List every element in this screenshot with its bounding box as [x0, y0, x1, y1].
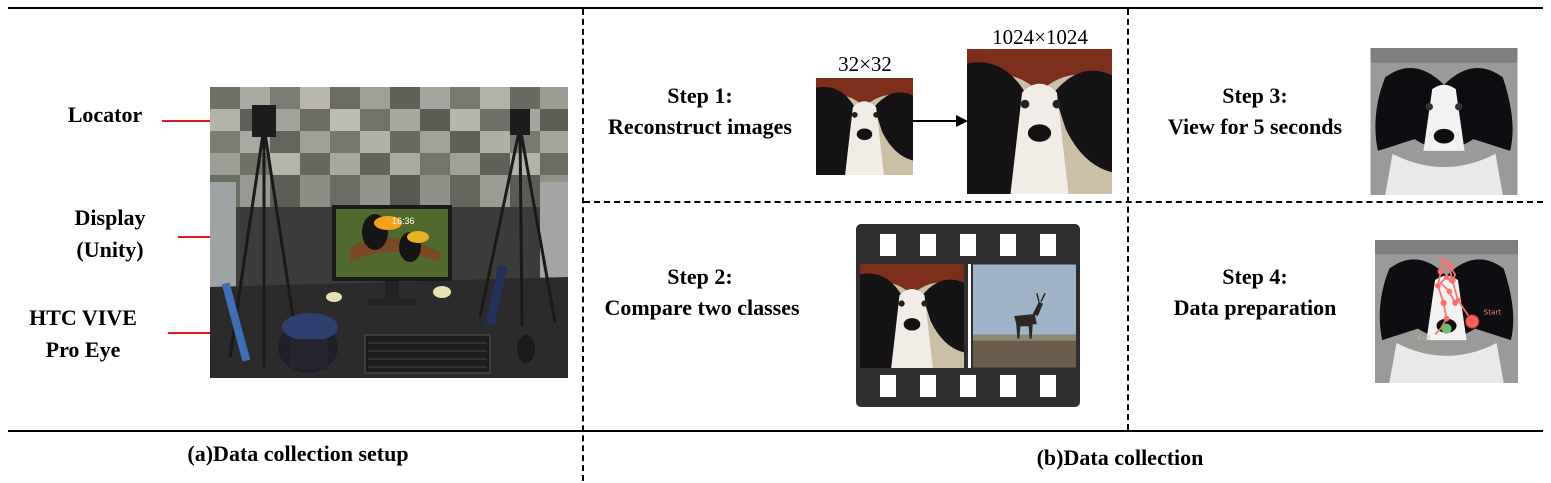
step4-title: Step 4: — [1222, 264, 1288, 289]
headset-label-line2: Pro Eye — [45, 337, 121, 362]
screen-clock: 16:36 — [392, 216, 415, 226]
step1-desc: Reconstruct images — [608, 114, 792, 139]
locator-callout — [162, 120, 254, 122]
dog-image-small — [816, 78, 913, 175]
film-strip — [856, 224, 1080, 407]
dog-image-large — [967, 49, 1112, 194]
step3-desc: View for 5 seconds — [1167, 114, 1343, 139]
step2-title: Step 2: — [667, 264, 733, 289]
small-size-label: 32×32 — [838, 52, 892, 76]
setup-photo: 16:36 — [210, 87, 568, 378]
dog-image-hires — [1370, 48, 1518, 195]
locator-label: Locator — [67, 102, 143, 127]
divider-steps — [1127, 9, 1129, 430]
large-size-label: 1024×1024 — [992, 25, 1088, 49]
step2-desc: Compare two classes — [604, 295, 800, 320]
gaze-start-label: Start — [1484, 307, 1502, 316]
divider-rows — [584, 201, 1543, 203]
divider-setup-collection — [582, 9, 584, 481]
gaze-fixations — [1435, 257, 1461, 322]
gaze-plot-image: Start End — [1375, 240, 1518, 383]
top-rule — [8, 7, 1543, 9]
resize-arrow — [912, 115, 968, 127]
film-frame-dog — [860, 264, 964, 368]
step1-title: Step 1: — [667, 83, 733, 108]
display-label-line2: (Unity) — [76, 237, 144, 262]
collection-caption: (b)Data collection — [1036, 445, 1204, 470]
setup-caption: (a)Data collection setup — [187, 441, 409, 466]
display-label-line1: Display — [74, 205, 146, 230]
step3-title: Step 3: — [1222, 83, 1288, 108]
headset-label-line1: HTC VIVE — [29, 305, 137, 330]
caption-rule — [8, 430, 1543, 432]
film-frame-deer — [973, 264, 1076, 368]
setup-photo-image: 16:36 — [210, 87, 568, 378]
gaze-end-label: End — [1418, 334, 1430, 342]
step4-desc: Data preparation — [1173, 295, 1337, 320]
